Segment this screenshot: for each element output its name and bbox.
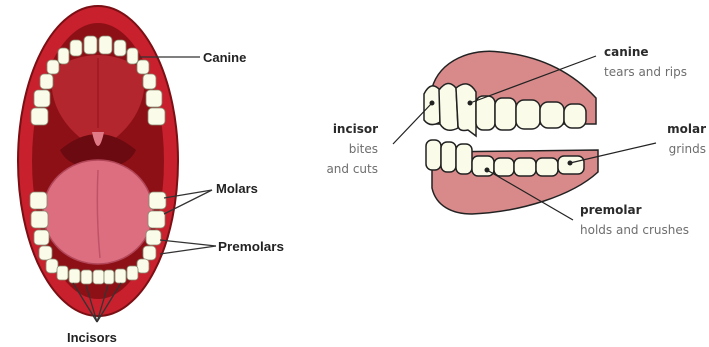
upper-incisor	[84, 36, 97, 54]
lower-premolar	[39, 246, 52, 260]
upper-molar	[516, 100, 540, 129]
label-premolar-side: premolar	[580, 203, 642, 217]
lower-incisor	[104, 270, 114, 284]
upper-canine	[456, 84, 476, 136]
lower-incisor	[57, 266, 68, 280]
lower-premolar	[146, 230, 161, 245]
incisor-pointer	[393, 103, 432, 144]
upper-canine	[58, 48, 69, 64]
label-premolars: Premolars	[218, 239, 284, 254]
lower-canine	[456, 144, 472, 174]
upper-premolar	[137, 60, 149, 74]
lower-incisor	[127, 266, 138, 280]
upper-molar	[31, 108, 48, 125]
upper-premolar	[476, 96, 495, 130]
canine-desc: tears and rips	[604, 65, 687, 79]
lower-incisor	[441, 142, 456, 172]
incisor-desc-line1: bites	[349, 142, 378, 156]
premolar-dot	[485, 168, 490, 173]
lower-molar	[149, 192, 166, 209]
label-canine: Canine	[203, 50, 246, 65]
lower-canine	[137, 259, 149, 273]
upper-molar	[148, 108, 165, 125]
upper-premolar	[47, 60, 59, 74]
open-mouth-illustration	[18, 6, 178, 316]
lower-molar	[514, 158, 536, 176]
upper-incisor	[99, 36, 112, 54]
lower-premolar	[34, 230, 49, 245]
lower-incisor	[115, 269, 126, 283]
label-incisor-side: incisor	[333, 122, 378, 136]
lower-canine	[46, 259, 58, 273]
upper-molar	[564, 104, 586, 128]
lower-incisor	[81, 270, 92, 284]
molar-dot	[568, 161, 573, 166]
upper-incisor	[439, 83, 458, 130]
upper-molar	[146, 90, 162, 107]
upper-premolar	[495, 98, 516, 130]
label-molars: Molars	[216, 181, 258, 196]
label-canine-side: canine	[604, 45, 649, 59]
canine-dot	[468, 101, 473, 106]
incisor-dot	[430, 101, 435, 106]
lower-incisor	[93, 270, 104, 284]
molar-desc: grinds	[669, 142, 706, 156]
lower-premolar	[494, 158, 514, 176]
upper-molar	[34, 90, 50, 107]
upper-molar	[540, 102, 564, 128]
label-molar-side: molar	[667, 122, 706, 136]
incisor-desc-line2: and cuts	[326, 162, 378, 176]
label-incisors: Incisors	[67, 330, 117, 345]
lower-premolar	[472, 156, 494, 176]
upper-incisor	[114, 40, 126, 56]
lower-molar	[31, 211, 48, 228]
upper-incisor	[70, 40, 82, 56]
upper-premolar	[40, 74, 53, 89]
lower-incisor	[426, 140, 441, 170]
lower-incisor	[69, 269, 80, 283]
upper-premolar	[143, 74, 156, 89]
premolars-leader	[160, 246, 216, 254]
premolar-desc: holds and crushes	[580, 223, 689, 237]
side-jaw-illustration	[424, 51, 598, 214]
lower-premolar	[143, 246, 156, 260]
side-lower-teeth	[426, 140, 584, 176]
lower-molar	[536, 158, 558, 176]
premolars-leader	[160, 240, 216, 246]
lower-molar	[30, 192, 47, 209]
upper-canine	[127, 48, 138, 64]
lower-molar	[148, 211, 165, 228]
